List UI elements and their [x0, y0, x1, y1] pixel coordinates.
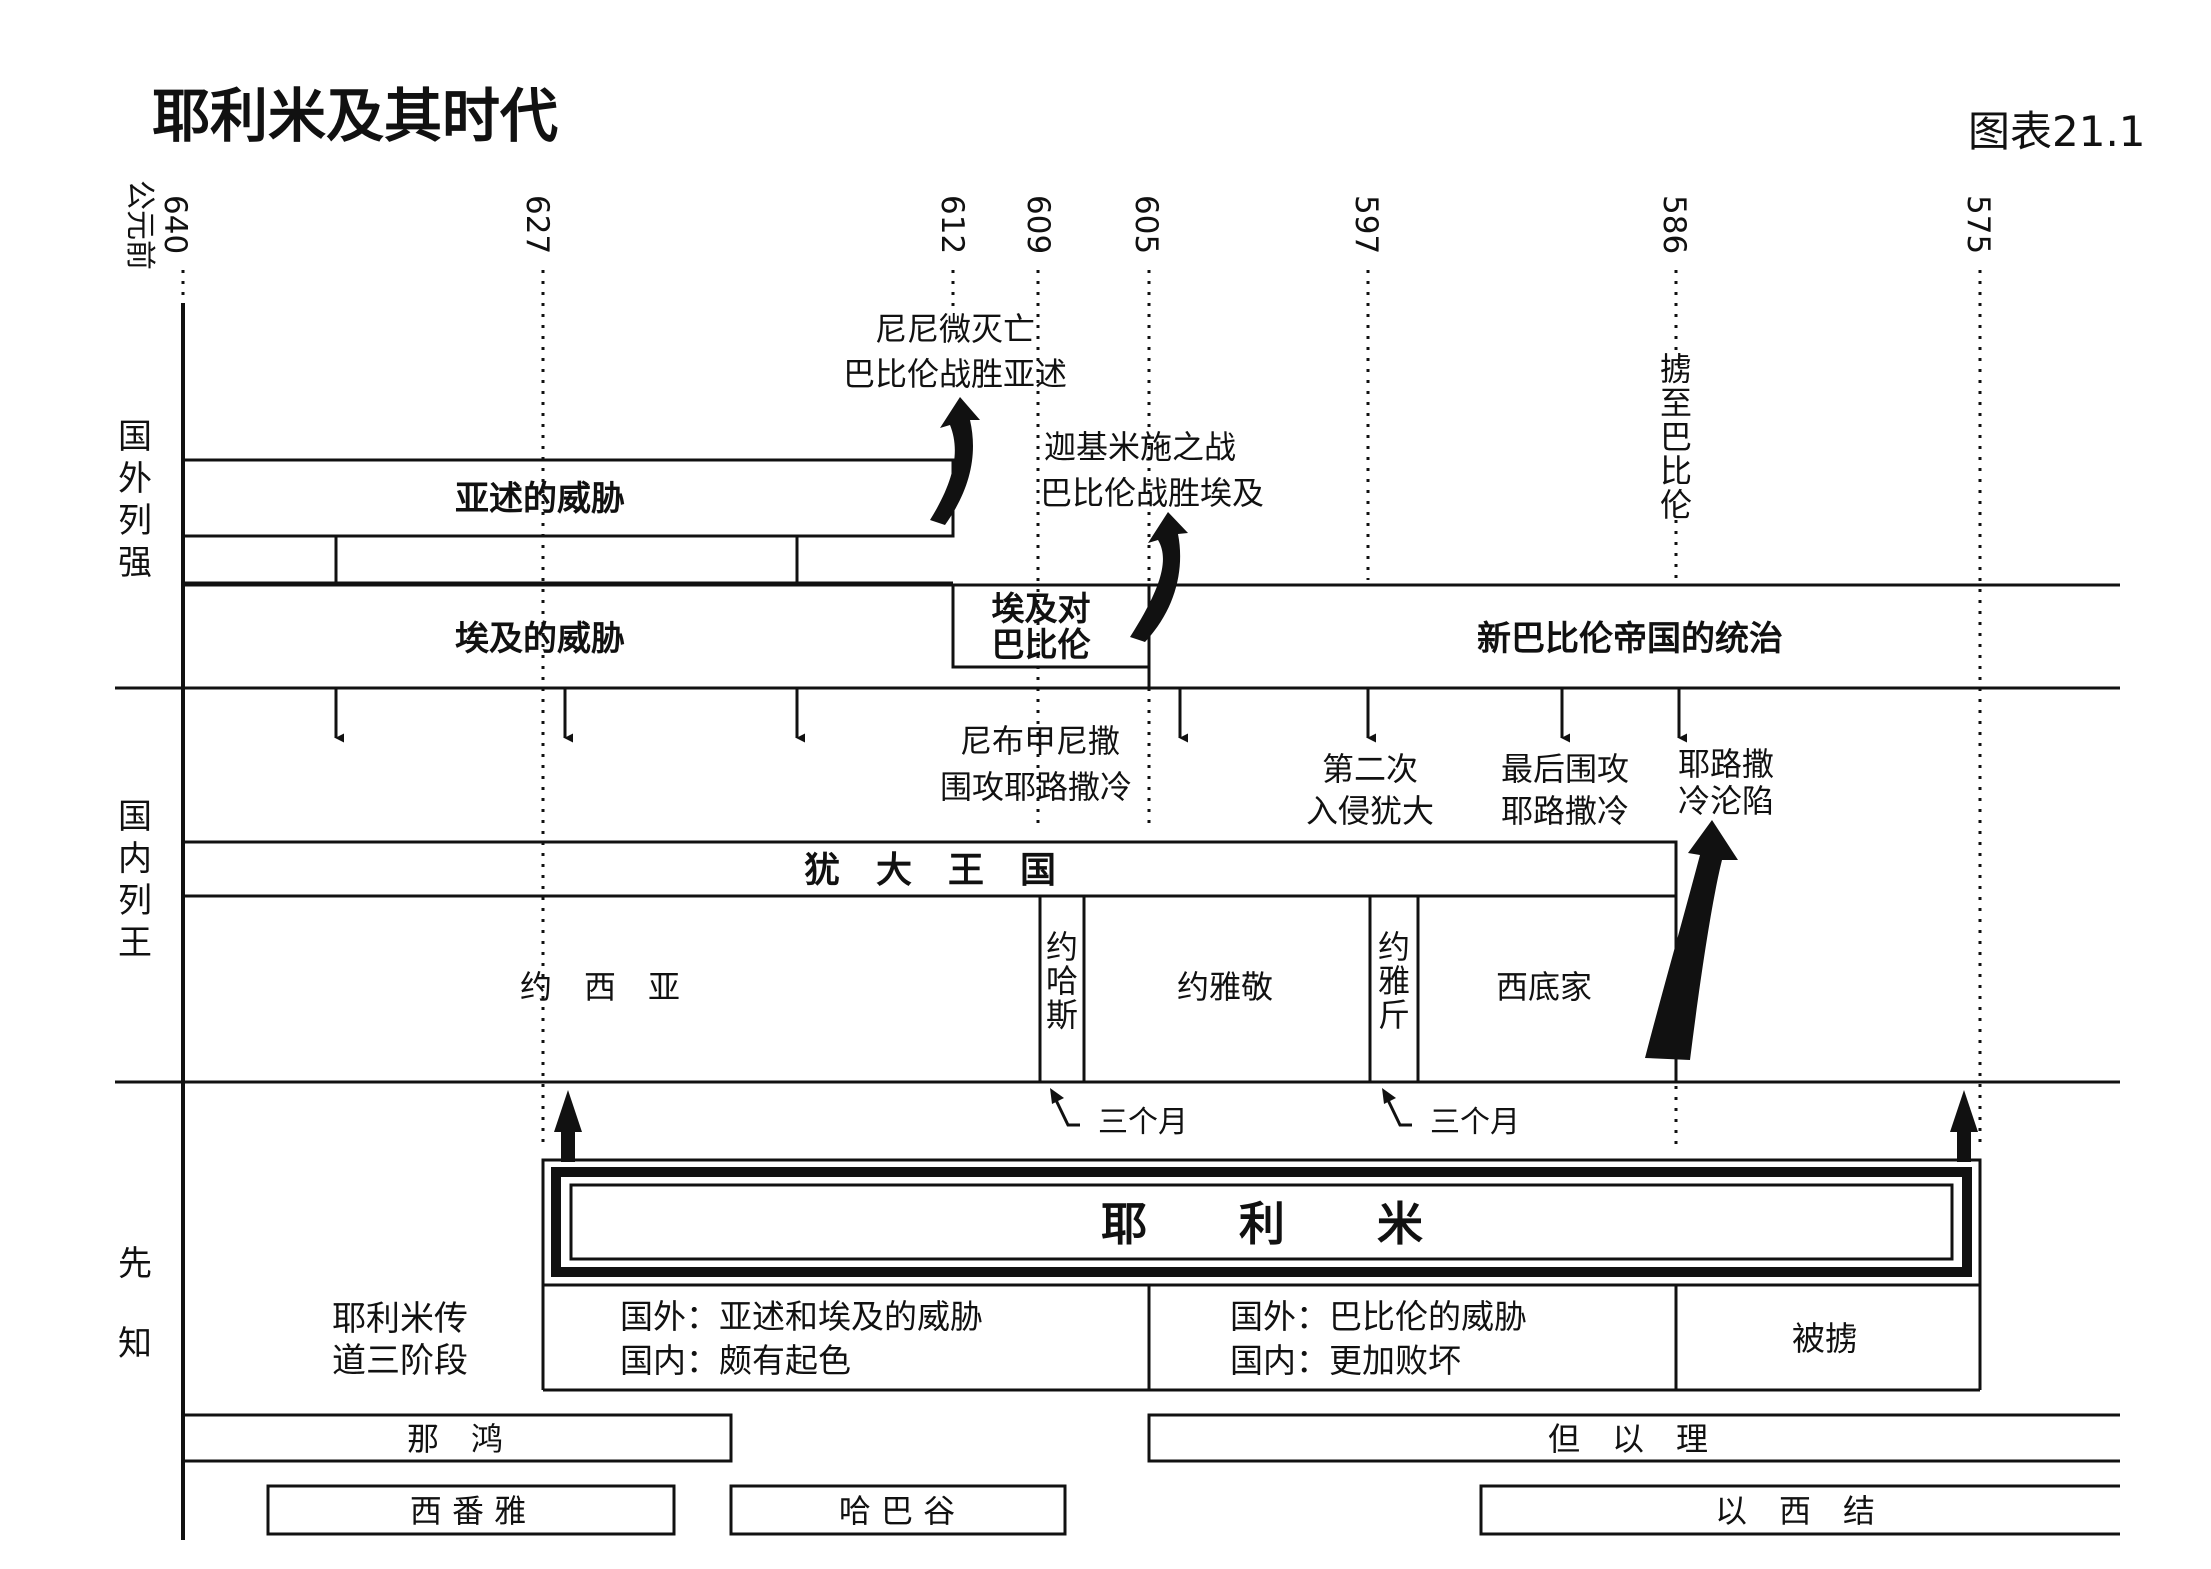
fall-of-jerusalem-label-2: 冷沦陷 — [1678, 782, 1774, 820]
chart-number: 图表21.1 — [1968, 107, 2146, 156]
stages-table — [541, 1285, 1982, 1392]
second-invasion-label: 第二次 — [1322, 750, 1418, 788]
prophet-bars — [181, 1413, 2120, 1536]
year-label: 627 — [519, 195, 555, 254]
jeremiah-box — [541, 1158, 1982, 1287]
kingdom-bars — [181, 840, 1678, 1084]
prophet-labels: 那 鸿 但 以 理 西 番 雅 哈 巴 谷 以 西 结 — [407, 1420, 1875, 1530]
exile-to-babylon-label: 掳至巴比伦 — [1660, 350, 1692, 524]
pointer-arrow-icon — [1382, 1088, 1396, 1104]
three-months-label-2: 三个月 — [1430, 1105, 1520, 1140]
year-axis: 640 627 612 609 605 597 586 575 — [157, 195, 1996, 254]
year-label: 605 — [1128, 195, 1164, 254]
phase3-exile: 被掳 — [1792, 1319, 1858, 1358]
carchemish-label: 迦基米施之战 — [1044, 428, 1236, 466]
final-siege-label: 最后围攻 — [1501, 750, 1629, 788]
year-label: 609 — [1020, 195, 1056, 254]
king-jehoahaz: 约哈斯 — [1046, 928, 1078, 1034]
year-label: 586 — [1656, 195, 1692, 254]
king-jehoiachin: 约雅斤 — [1378, 928, 1410, 1034]
down-arrows — [334, 688, 1688, 743]
fall-of-jerusalem-label: 耶路撒 — [1678, 745, 1774, 783]
neo-babylon-label: 新巴比伦帝国的统治 — [1477, 619, 1783, 659]
prophet-habakkuk: 哈 巴 谷 — [839, 1492, 955, 1530]
jeremiah-up-arrows — [554, 1090, 1978, 1162]
egypt-vs-babylon-label: 埃及对巴比伦 — [992, 589, 1092, 664]
year-label: 640 — [157, 195, 193, 254]
three-months-pointers — [1053, 1097, 1412, 1127]
fall-arrow-icon — [1645, 820, 1738, 1060]
pointer-arrow-icon — [1050, 1088, 1064, 1104]
section-label-domestic: 国内列王 — [118, 797, 152, 963]
babylon-defeats-assyria-label: 巴比伦战胜亚述 — [843, 355, 1067, 393]
babylon-defeats-egypt-label: 巴比伦战胜埃及 — [1040, 474, 1264, 512]
king-zedekiah: 西底家 — [1496, 968, 1592, 1006]
year-label: 612 — [934, 195, 970, 254]
kingdom-of-judah-label: 犹 大 王 国 — [804, 850, 1056, 891]
phase1-domestic: 国内：颇有起色 — [620, 1341, 851, 1380]
chart-title: 耶利米及其时代 — [152, 82, 558, 150]
prophet-daniel: 但 以 理 — [1548, 1420, 1708, 1458]
king-josiah: 约 西 亚 — [520, 968, 680, 1006]
final-siege-label-2: 耶路撒冷 — [1501, 792, 1629, 830]
phase2-foreign: 国外：巴比伦的威胁 — [1230, 1297, 1527, 1336]
assyria-threat-label: 亚述的威胁 — [455, 479, 625, 519]
second-invasion-label-2: 入侵犹大 — [1306, 792, 1434, 830]
section-labels: 国外列强 国内列王 先知 — [118, 417, 152, 1364]
section-label-foreign: 国外列强 — [118, 417, 152, 583]
stages-label: 耶利米传 — [332, 1299, 468, 1339]
year-label: 575 — [1960, 195, 1996, 254]
neb-siege-label-2: 围攻耶路撒冷 — [940, 768, 1132, 806]
section-label-prophets: 先知 — [118, 1244, 152, 1364]
kings-labels: 约 西 亚 约哈斯 约雅敬 约雅斤 西底家 — [520, 928, 1592, 1034]
prophet-nahum: 那 鸿 — [407, 1420, 503, 1458]
era-label: 公元前 — [122, 180, 157, 270]
prophet-zephaniah: 西 番 雅 — [410, 1492, 526, 1530]
phase2-domestic: 国内：更加败坏 — [1230, 1341, 1461, 1380]
year-label: 597 — [1348, 195, 1384, 254]
year-guide-lines — [181, 270, 1982, 1150]
neb-siege-label: 尼布甲尼撒 — [960, 722, 1120, 760]
jeremiah-label: 耶 利 米 — [1101, 1197, 1423, 1251]
domestic-events: 尼布甲尼撒 围攻耶路撒冷 第二次 入侵犹大 最后围攻 耶路撒冷 耶路撒 冷沦陷 — [940, 722, 1774, 830]
stages-text: 国外：亚述和埃及的威胁 国内：颇有起色 国外：巴比伦的威胁 国内：更加败坏 被掳 — [620, 1297, 1858, 1380]
curved-arrow-icon — [1130, 512, 1188, 642]
curved-arrow-icon — [930, 397, 980, 525]
nineveh-fall-label: 尼尼微灭亡 — [875, 310, 1035, 348]
king-jehoiakim: 约雅敬 — [1177, 968, 1273, 1006]
egypt-threat-label: 埃及的威胁 — [455, 619, 625, 659]
stages-label-2: 道三阶段 — [332, 1341, 468, 1381]
prophet-ezekiel: 以 西 结 — [1715, 1492, 1875, 1530]
three-months-label: 三个月 — [1098, 1105, 1188, 1140]
phase1-foreign: 国外：亚述和埃及的威胁 — [620, 1297, 983, 1336]
